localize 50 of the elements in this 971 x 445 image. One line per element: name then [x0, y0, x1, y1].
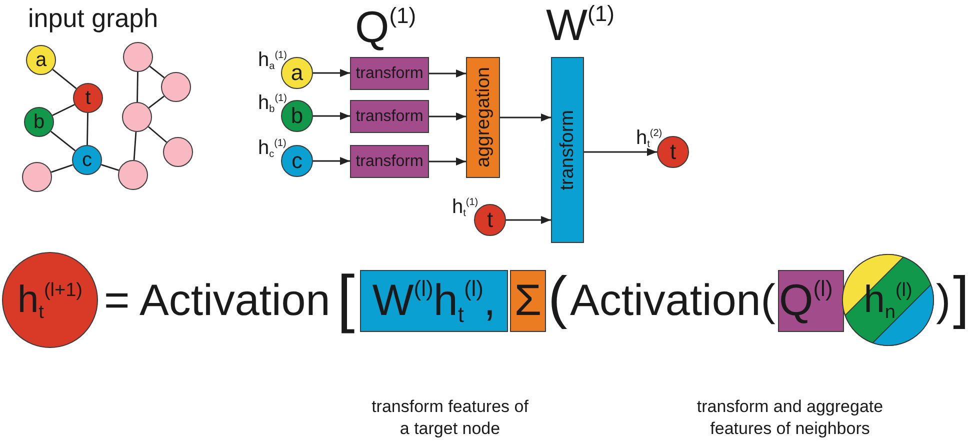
graph-node: t	[73, 83, 103, 113]
arrow	[429, 158, 466, 166]
arrow	[313, 157, 350, 165]
formula-text: )	[936, 275, 951, 327]
connector-line	[133, 132, 137, 160]
arrow	[506, 216, 551, 224]
formula-text: = Activation	[104, 275, 330, 327]
graph-node: a	[26, 45, 56, 75]
connector-line	[52, 68, 77, 90]
caption-text: transform and aggregate features of neighbors	[696, 396, 884, 440]
process-box: Q$^{(l)}$	[778, 270, 844, 332]
connector-line	[50, 164, 74, 173]
process-box: Σ	[510, 270, 546, 332]
arrow	[429, 70, 466, 78]
graph-node	[22, 162, 52, 192]
arrow	[313, 69, 350, 77]
formula-text: Activation(	[570, 275, 776, 327]
graph-node: t	[657, 136, 689, 168]
connector-line	[50, 130, 76, 152]
connector-line	[136, 72, 138, 102]
heading: input graph	[28, 4, 158, 33]
graph-node	[161, 72, 191, 102]
process-box: aggregation	[466, 57, 500, 178]
formula-text: [	[337, 262, 355, 334]
formula-text: ]	[953, 264, 970, 332]
process-box: transform	[350, 145, 429, 178]
process-box: transform	[350, 57, 429, 90]
connector-line	[148, 96, 165, 108]
graph-node: b	[24, 107, 54, 137]
process-box: transform	[551, 57, 584, 243]
formula-text: (	[548, 264, 568, 332]
math-label: W$^{(1)}$	[546, 4, 614, 48]
formula-text: Q$^{(1)}$	[355, 6, 416, 50]
arrow	[313, 112, 350, 120]
connector-line	[149, 66, 165, 78]
process-box: transform	[350, 100, 429, 133]
graph-node	[123, 42, 153, 72]
graph-node	[163, 137, 193, 167]
arrow	[584, 148, 657, 156]
process-box: W$^{(l)}$h$_{t}$$^{(l)}$,	[360, 270, 508, 332]
connector-line	[101, 164, 119, 172]
connector-line	[52, 104, 75, 116]
arrow	[500, 114, 551, 122]
graph-node	[118, 160, 148, 190]
graph-node	[122, 102, 152, 132]
arrow	[429, 112, 466, 120]
connector-line	[86, 112, 88, 146]
caption-text: transform features of a target node	[370, 396, 530, 440]
graph-node: c	[72, 145, 102, 175]
connector-line	[148, 126, 168, 143]
